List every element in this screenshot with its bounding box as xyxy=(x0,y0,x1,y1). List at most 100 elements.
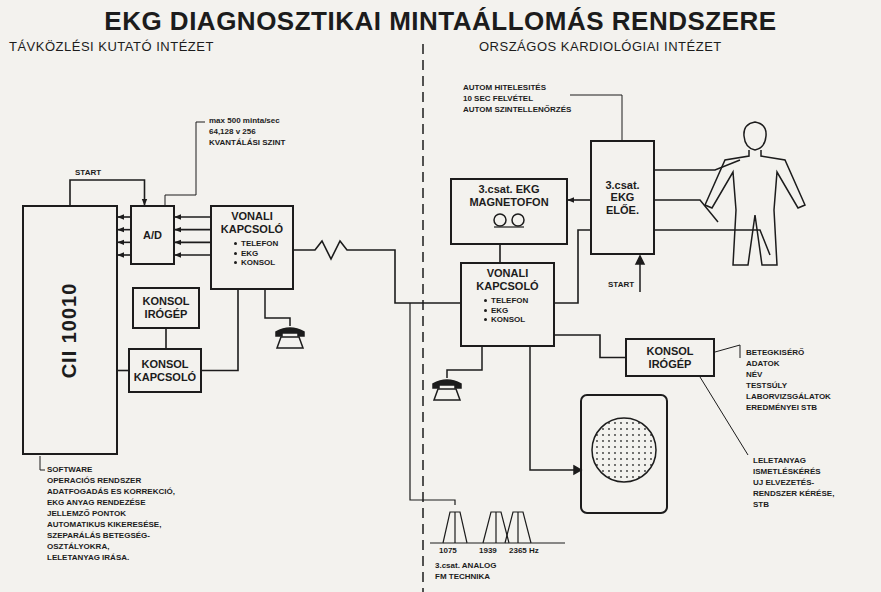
note-text: OPERACIÓS RENDSZER xyxy=(46,477,142,486)
connector xyxy=(166,329,167,348)
leader-line xyxy=(570,95,622,140)
note-text: JELLEMZŐ PONTOK xyxy=(46,510,127,519)
box-label: KONSOL IRÓGÉP xyxy=(630,345,710,370)
note-text: STB xyxy=(752,501,770,510)
connector-line xyxy=(175,216,210,218)
connector-line xyxy=(165,329,167,348)
institute-heading: TÁVKÖZLÉSI KUTATÓ INTÉZET xyxy=(8,40,215,54)
connector-line xyxy=(202,290,238,371)
arrow-head xyxy=(574,466,581,474)
connector-line xyxy=(499,245,501,262)
note-text: KVANTÁLÁSI SZINT xyxy=(208,139,286,148)
note-text: AUTOMATIKUS KIKERESÉSE, xyxy=(46,521,162,530)
box-label: VONALI KAPCSOLÓ xyxy=(465,267,550,292)
note-text: LELETANYAG xyxy=(752,457,807,466)
box-label: VONALI KAPCSOLÓ xyxy=(215,210,289,235)
signal-label: START xyxy=(74,168,102,177)
note-text: ISMETLÉSKÉRÉS xyxy=(752,468,822,477)
note-text: TESTSÚLY xyxy=(745,382,788,391)
note-text: 1075 xyxy=(438,547,458,556)
process-box: KONSOL IRÓGÉP xyxy=(132,287,200,329)
leader-line xyxy=(700,377,748,455)
connector-line xyxy=(118,370,128,372)
note-text: NÉV xyxy=(745,371,763,380)
switch-box: VONALI KAPCSOLÓ TELEFONEKGKONSOL xyxy=(210,205,294,290)
box-label: KONSOL IRÓGÉP xyxy=(137,295,195,320)
leader-line xyxy=(40,456,45,470)
arrow-head xyxy=(636,256,644,264)
connector xyxy=(118,217,130,255)
switch-position: KONSOL xyxy=(491,315,525,325)
note-text: BETEGKISÉRŐ xyxy=(745,349,805,358)
tape-reels xyxy=(489,211,529,229)
connector-line xyxy=(294,241,460,303)
box-label: CII 10010 xyxy=(59,282,82,378)
note-text: RENDSZER KÉRÉSE, xyxy=(752,490,835,499)
process-box: 3.csat. EKG MAGNETOFON xyxy=(450,178,568,245)
spectrum-sketch xyxy=(430,512,565,543)
note-text: OSZTÁLYOKRA, xyxy=(46,543,110,552)
note-text: START xyxy=(607,281,635,290)
institute-heading: ORSZÁGOS KARDIOLÓGIAI INTÉZET xyxy=(478,40,723,54)
human-figure xyxy=(705,122,805,265)
switch-position: EKG xyxy=(491,306,508,316)
note-text: 3.csat. ANALOG xyxy=(434,562,498,571)
note-text: UJ ELVEZETÉS- xyxy=(752,479,815,488)
note-text: ADATOK xyxy=(745,360,780,369)
connector-line xyxy=(555,335,625,358)
signal-wire xyxy=(530,347,574,470)
connector-line xyxy=(568,199,590,201)
connector xyxy=(202,290,238,371)
note-text: 10 SEC FELVÉTEL xyxy=(462,95,534,104)
note-text: AUTOM HITELESITÉS xyxy=(462,84,547,93)
connector xyxy=(118,370,128,371)
switch-position: EKG xyxy=(241,249,258,259)
note-text: SOFTWARE xyxy=(46,466,93,475)
note-text: max 500 minta/sec xyxy=(208,117,281,126)
note-text: 2365 Hz xyxy=(508,547,540,556)
connector-line xyxy=(118,242,130,244)
connector-line xyxy=(118,216,130,218)
connector xyxy=(175,217,210,255)
box-label: KONSOL KAPCSOLÓ xyxy=(133,358,197,383)
telephone-symbol xyxy=(276,328,304,348)
note-text: 1939 xyxy=(478,547,498,556)
connector-line xyxy=(175,254,210,256)
switch-position: TELEFON xyxy=(491,296,528,306)
connector xyxy=(70,180,145,205)
connector xyxy=(500,245,501,262)
note-text: EKG ANYAG RENDEZÉSE xyxy=(46,499,147,508)
box-label: 3.csat. EKG ELŐE. xyxy=(595,179,650,217)
process-box: KONSOL IRÓGÉP xyxy=(625,338,715,377)
display-screen xyxy=(581,395,667,513)
connector-line xyxy=(175,242,210,244)
connector xyxy=(294,241,460,303)
phone-wire xyxy=(447,347,482,378)
telephone-symbol xyxy=(433,380,461,400)
switch-position: TELEFON xyxy=(241,239,278,249)
divider-line xyxy=(422,44,424,592)
connector-line xyxy=(118,254,130,256)
process-box: KONSOL KAPCSOLÓ xyxy=(128,348,202,393)
leader-line xyxy=(715,345,740,358)
box-label: 3.csat. EKG MAGNETOFON xyxy=(455,183,563,208)
note-text: FM TECHNIKA xyxy=(434,573,491,582)
note-text: EREDMÉNYEI STB xyxy=(745,404,818,413)
note-text: 64,128 v 256 xyxy=(208,128,257,137)
phone-wire xyxy=(265,290,290,326)
box-label: A/D xyxy=(143,229,162,242)
connector xyxy=(568,200,590,201)
signal-wire xyxy=(410,303,455,505)
switch-box: VONALI KAPCSOLÓ TELEFONEKGKONSOL xyxy=(460,262,555,347)
connector-line xyxy=(70,180,145,205)
process-box: A/D xyxy=(130,205,175,265)
diagram-title: EKG DIAGNOSZTIKAI MINTAÁLLOMÁS RENDSZERE xyxy=(0,6,881,37)
process-box: CII 10010 xyxy=(22,205,118,455)
note-text: LABORVIZSGÁLATOK xyxy=(745,393,832,402)
note-text: ADATFOGADÁS ES KORREKCIÓ, xyxy=(46,488,176,497)
connector-line xyxy=(175,229,210,231)
start-arrow xyxy=(639,262,641,292)
switch-position: KONSOL xyxy=(241,258,275,268)
note-text: LELETANYAG IRÁSA. xyxy=(46,554,130,563)
connector xyxy=(555,335,625,358)
